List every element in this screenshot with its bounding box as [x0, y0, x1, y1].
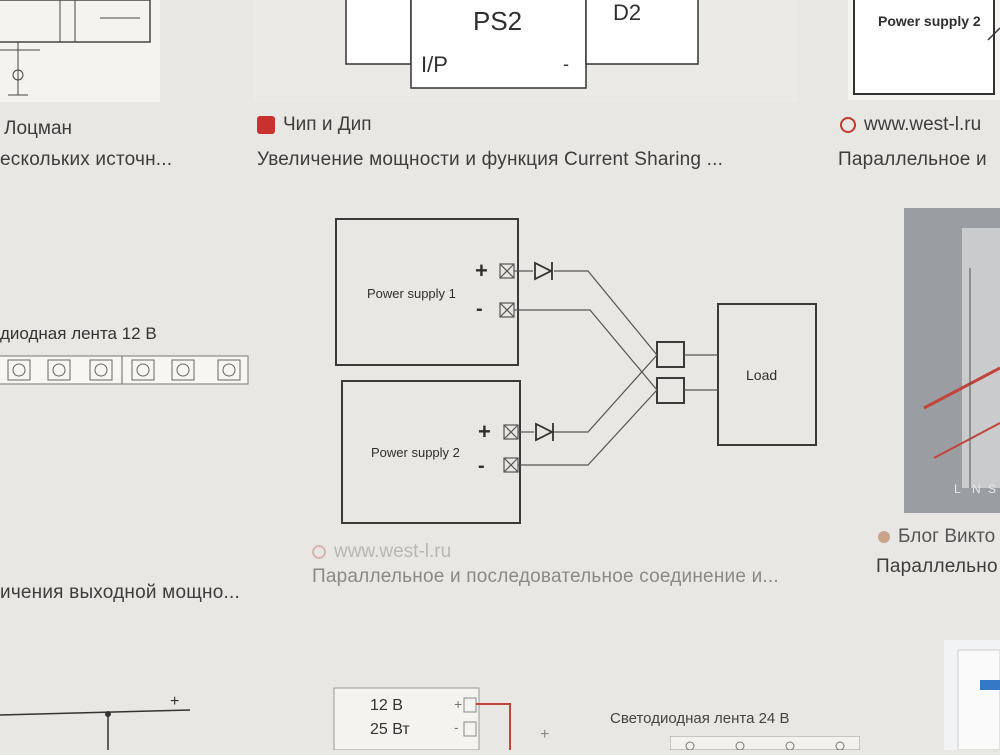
power-supply-2-label: Power supply 2	[878, 13, 981, 29]
voltage-label: 12 В	[370, 697, 403, 714]
source-label: Лоцман	[4, 118, 73, 139]
source-label: Чип и Дип	[283, 114, 372, 135]
power-supply-2-diagram-image: Power supply 2	[853, 0, 1000, 95]
led-strip-label: диодная лента 12 В	[0, 324, 157, 343]
result-thumbnail-bottom-middle[interactable]: 12 В 25 Вт + -	[330, 684, 520, 751]
result-thumbnail-parallel-diagram[interactable]: Power supply 1 Power supply 2 Load + - +…	[320, 205, 840, 535]
result-title-blog[interactable]: Параллельно	[876, 556, 998, 577]
led-strip-24-label: Светодиодная лента 24 В	[610, 710, 790, 727]
result-title-led[interactable]: ичения выходной мощно...	[0, 582, 240, 603]
led-strip-image	[0, 355, 249, 385]
parallel-power-supply-diagram: Power supply 1 Power supply 2 Load + - +…	[335, 218, 817, 524]
result-thumbnail-bottom-right[interactable]: + Светодиодная лента 24 В	[540, 700, 860, 750]
source-label: www.west-l.ru	[334, 541, 452, 562]
plus-label-2: +	[478, 419, 491, 444]
load-label: Load	[746, 367, 777, 383]
plus-label: +	[454, 696, 462, 712]
l-label: L	[954, 482, 961, 496]
result-title-lotsman[interactable]: ескольких источн...	[0, 149, 173, 170]
ps2-label: Power supply 2	[371, 445, 460, 460]
result-source-lotsman[interactable]: Лоцман	[4, 118, 72, 140]
result-title-westl-top[interactable]: Параллельное и	[838, 149, 987, 170]
load-box	[717, 303, 817, 446]
circuit-fragment-image	[0, 0, 151, 96]
result-thumbnail-blog[interactable]: L N S	[904, 208, 1000, 513]
result-source-westl-middle[interactable]: www.west-l.ru	[312, 541, 451, 563]
minus-label-2: -	[478, 455, 485, 477]
result-thumbnail-bottom-far-right[interactable]	[944, 640, 1000, 750]
led-strip-image	[670, 736, 860, 750]
d2-label: D2	[613, 0, 641, 25]
source-label: www.west-l.ru	[864, 114, 982, 135]
circuit-fragment-image: +	[0, 693, 191, 750]
wiring-photo-image: L N S	[904, 208, 1000, 513]
ps1-label: Power supply 1	[367, 286, 456, 301]
result-title-chipdip[interactable]: Увеличение мощности и функция Current Sh…	[257, 149, 724, 170]
result-source-chipdip[interactable]: Чип и Дип	[257, 114, 372, 136]
minus-label: -	[563, 54, 569, 74]
result-thumbnail-lotsman[interactable]	[0, 0, 160, 102]
power-supply-block-image: 12 В 25 Вт + -	[333, 687, 511, 751]
plus-label-1: +	[475, 258, 488, 283]
diode-icon	[534, 261, 555, 442]
westl-favicon-icon	[312, 545, 326, 559]
blog-favicon-icon	[878, 531, 890, 543]
result-source-westl-top[interactable]: www.west-l.ru	[840, 114, 981, 136]
result-thumbnail-chipdip[interactable]: PS2 D2 I/P -	[253, 0, 798, 102]
source-label: Блог Викто	[898, 526, 996, 547]
result-source-blog[interactable]: Блог Викто	[878, 526, 995, 548]
ip-label: I/P	[421, 52, 448, 77]
chipdip-favicon-icon	[257, 116, 275, 134]
westl-favicon-icon	[840, 117, 856, 133]
result-thumbnail-bottom-left[interactable]: +	[0, 690, 200, 750]
ps2-label: PS2	[473, 6, 522, 36]
terminal-top	[656, 341, 685, 368]
s-label: S	[988, 482, 996, 496]
plus-label: +	[170, 693, 179, 710]
power-supply-1-box	[335, 218, 519, 366]
terminal-bottom	[656, 377, 685, 404]
minus-label-1: -	[476, 298, 483, 320]
result-title-westl-middle[interactable]: Параллельное и последовательное соединен…	[312, 566, 779, 587]
ps2-d2-diagram-image: PS2 D2 I/P -	[345, 0, 699, 89]
power-supply-2-box	[341, 380, 521, 524]
result-thumbnail-led-strip[interactable]: диодная лента 12 В	[0, 318, 250, 390]
plus-icon: +	[540, 726, 550, 743]
n-label: N	[972, 482, 981, 496]
result-thumbnail-westl-top[interactable]: Power supply 2	[848, 0, 1000, 100]
minus-label: -	[454, 719, 459, 735]
ui-fragment-image	[957, 649, 1000, 750]
power-label: 25 Вт	[370, 721, 410, 738]
